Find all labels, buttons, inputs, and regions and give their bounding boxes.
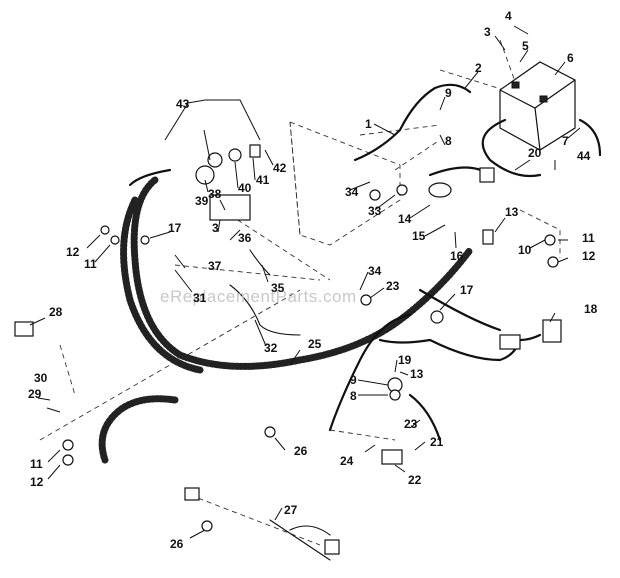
callout-1: 1 xyxy=(365,117,372,131)
callout-11b: 11 xyxy=(30,457,43,471)
callout-25: 25 xyxy=(308,337,322,351)
washer-12c xyxy=(100,225,110,235)
washer-11 xyxy=(544,234,556,246)
clamp-17 xyxy=(430,310,444,324)
callout-27: 27 xyxy=(284,503,298,517)
callout-32: 32 xyxy=(264,341,278,355)
ignition-switch xyxy=(195,165,215,185)
callout-2: 2 xyxy=(475,61,482,75)
nut-8 xyxy=(389,389,401,401)
callout-40: 40 xyxy=(238,181,252,195)
clip-17 xyxy=(140,235,150,245)
washer-40 xyxy=(228,148,242,162)
callout-9: 9 xyxy=(445,86,452,100)
callout-30: 30 xyxy=(34,371,48,385)
horn-14 xyxy=(428,182,452,198)
misc-parts xyxy=(14,144,562,555)
callout-33: 33 xyxy=(368,204,382,218)
callout-22: 22 xyxy=(408,473,422,487)
callout-21: 21 xyxy=(430,435,444,449)
nut-12 xyxy=(547,256,559,268)
callout-12c: 12 xyxy=(66,245,80,259)
watermark: eReplacementParts.com xyxy=(160,287,357,306)
washer-11c xyxy=(110,235,120,245)
callout-18: 18 xyxy=(584,302,598,316)
callout-35: 35 xyxy=(271,281,285,295)
callout-26: 26 xyxy=(294,444,308,458)
nut-33 xyxy=(396,184,408,196)
callout-23: 23 xyxy=(386,279,400,293)
callout-15: 15 xyxy=(412,229,426,243)
battery-terminal-negative xyxy=(511,81,520,89)
callout-36: 36 xyxy=(238,231,252,245)
nut-12b xyxy=(62,454,74,466)
secondary-wires xyxy=(128,168,542,561)
callout-11: 11 xyxy=(582,231,595,245)
module-18b xyxy=(499,334,521,350)
key-42 xyxy=(249,144,261,158)
callout-12: 12 xyxy=(582,249,596,263)
washer-11b xyxy=(62,439,74,451)
callout-20: 20 xyxy=(528,146,542,160)
connector-20 xyxy=(479,167,495,183)
callout-44: 44 xyxy=(577,149,591,163)
callout-16: 16 xyxy=(450,249,464,263)
callout-41: 41 xyxy=(256,173,270,187)
callout-9b: 9 xyxy=(350,373,357,387)
callout-37: 37 xyxy=(208,259,222,273)
clip-26 xyxy=(264,426,276,438)
callout-3: 3 xyxy=(484,25,491,39)
callout-26b: 26 xyxy=(170,537,184,551)
callout-24: 24 xyxy=(340,454,354,468)
battery-terminal-positive xyxy=(539,95,548,103)
callout-29: 29 xyxy=(28,387,42,401)
switch-nut xyxy=(207,152,223,168)
callout-8b: 8 xyxy=(350,389,357,403)
callout-42: 42 xyxy=(273,161,287,175)
callout-34b: 34 xyxy=(368,264,382,278)
regulator-18 xyxy=(542,319,562,343)
callout-43: 43 xyxy=(176,97,190,111)
callout-28: 28 xyxy=(49,305,63,319)
callout-12b: 12 xyxy=(30,475,44,489)
callout-31: 31 xyxy=(193,291,207,305)
plug-27 xyxy=(184,487,200,501)
callout-11c: 11 xyxy=(84,257,97,271)
callout-17a: 17 xyxy=(168,221,182,235)
callout-4: 4 xyxy=(505,9,512,23)
callout-8: 8 xyxy=(445,134,452,148)
solenoid-38 xyxy=(209,194,251,221)
callout-34: 34 xyxy=(345,185,359,199)
callout-leaders xyxy=(29,25,581,539)
callout-17: 17 xyxy=(460,283,474,297)
battery xyxy=(499,61,576,151)
washer-34b xyxy=(360,294,372,306)
connector-27 xyxy=(324,539,340,555)
callout-7: 7 xyxy=(562,134,569,148)
callout-14: 14 xyxy=(398,212,412,226)
washer-34 xyxy=(369,189,381,201)
callout-5: 5 xyxy=(522,39,529,53)
switch-28 xyxy=(14,321,34,337)
callout-23b: 23 xyxy=(404,417,418,431)
relay-22 xyxy=(381,449,403,465)
callout-13b: 13 xyxy=(410,367,424,381)
callout-10: 10 xyxy=(518,243,532,257)
clip-26b xyxy=(201,520,213,532)
ignition-panel-outline xyxy=(289,121,401,246)
callout-38: 38 xyxy=(208,187,222,201)
bracket-13 xyxy=(482,229,494,245)
callout-labels: 1 2 3 4 5 6 7 8 9 44 20 34 33 14 15 16 1… xyxy=(28,9,598,551)
callout-13: 13 xyxy=(505,205,519,219)
callout-3b: 3 xyxy=(212,221,219,235)
callout-19: 19 xyxy=(398,353,412,367)
callout-6: 6 xyxy=(567,51,574,65)
callout-39: 39 xyxy=(195,194,209,208)
